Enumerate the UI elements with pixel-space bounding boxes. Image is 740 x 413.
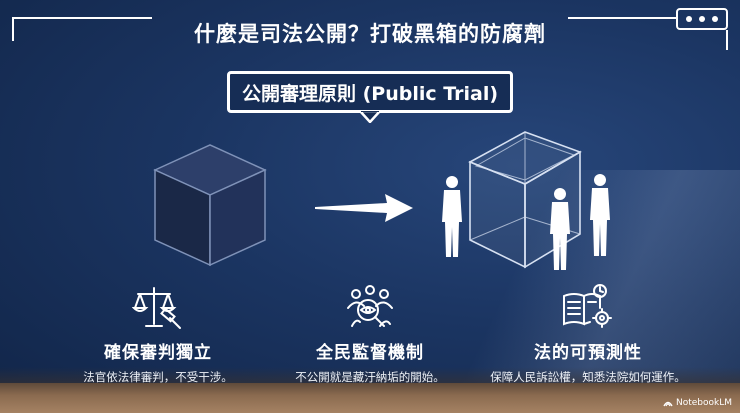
principle-box: 公開審理原則 (Public Trial) <box>227 71 513 113</box>
feature-independence: 確保審判獨立 法官依法律審判，不受干涉。 <box>38 282 278 385</box>
feature-description: 不公開就是藏汙納垢的開始。 <box>295 370 445 384</box>
feature-title: 法的可預測性 <box>534 343 642 363</box>
feature-description: 法官依法律審判，不受干涉。 <box>83 370 233 384</box>
scales-gavel-icon <box>132 287 181 329</box>
floor-shadow <box>0 367 740 383</box>
dot-icon <box>685 16 692 22</box>
wooden-floor <box>0 383 740 413</box>
feature-title: 確保審判獨立 <box>104 343 212 363</box>
window-menu-icon <box>676 8 728 30</box>
feature-oversight: 全民監督機制 不公開就是藏汙納垢的開始。 <box>250 282 490 385</box>
feature-description: 保障人民訴訟權，知悉法院如何運作。 <box>490 370 686 384</box>
brand-name: NotebookLM <box>675 398 732 408</box>
brand-label: NotebookLM <box>663 398 732 408</box>
dot-icon <box>698 16 705 22</box>
callout-pointer <box>360 111 380 123</box>
feature-predictability: 法的可預測性 保障人民訴訟權，知悉法院如何運作。 <box>468 282 708 385</box>
dot-icon <box>712 16 719 22</box>
frame-right <box>726 30 728 50</box>
glass-box-with-people-icon <box>442 131 610 270</box>
feature-title: 全民監督機制 <box>316 343 424 363</box>
closed-box-icon <box>153 144 267 267</box>
arrow-right-icon <box>315 194 413 222</box>
page-title: 什麼是司法公開？打破黑箱的防腐劑 <box>194 22 546 46</box>
book-gear-icon <box>563 284 612 328</box>
frame-top-left <box>12 17 152 19</box>
frame-left <box>12 17 14 41</box>
notebooklm-logo-icon <box>663 401 673 407</box>
frame-top-right <box>568 17 676 19</box>
people-eye-icon <box>347 285 393 327</box>
